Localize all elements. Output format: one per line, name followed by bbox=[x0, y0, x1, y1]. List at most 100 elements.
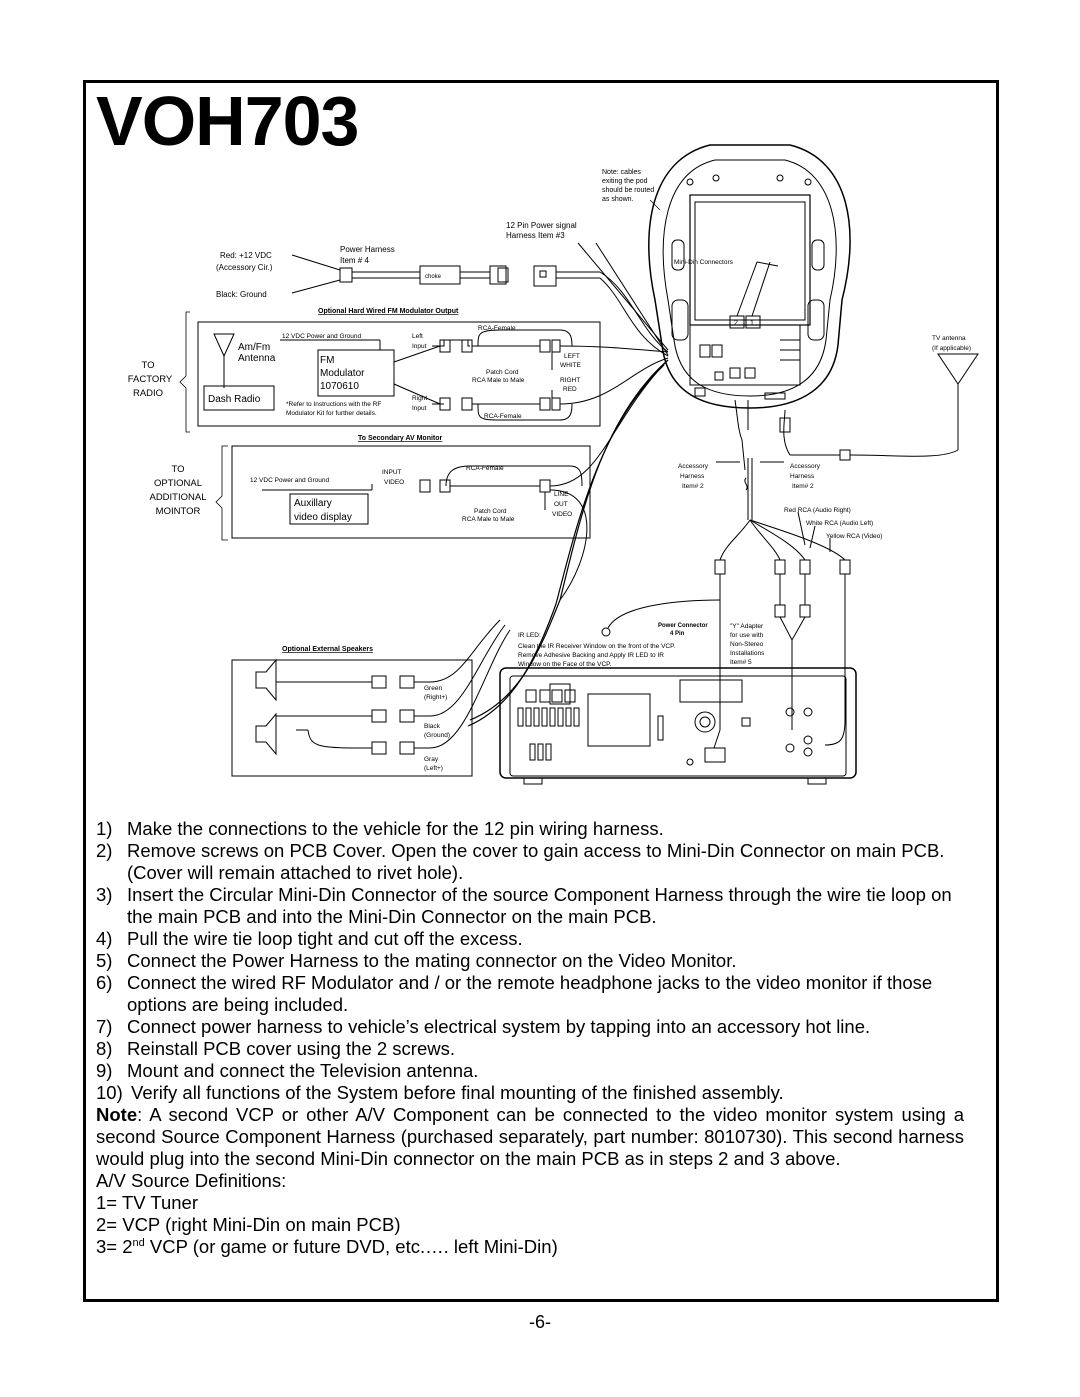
label-acc-a-1: Accessory bbox=[678, 463, 709, 470]
label-white-rca: White RCA (Audio Left) bbox=[806, 520, 873, 527]
label-rca-female-3: RCA-Female bbox=[466, 465, 504, 472]
label-red-rca: Red RCA (Audio Right) bbox=[784, 507, 851, 514]
label-to-optional-2: OPTIONAL bbox=[154, 478, 202, 489]
label-black-ground: Black: Ground bbox=[216, 290, 267, 299]
label-rca-female-1: RCA-Female bbox=[478, 325, 516, 332]
label-y-adapter-1: "Y" Adapter bbox=[730, 623, 764, 630]
label-power-connector: Power Connector bbox=[658, 623, 708, 629]
note-paragraph: Note: A second VCP or other A/V Componen… bbox=[96, 1104, 964, 1170]
label-refer-2: Modulator Kit for further details. bbox=[286, 410, 377, 417]
label-note-cables-3: should be routed bbox=[602, 187, 654, 194]
label-fm: FM bbox=[320, 355, 334, 366]
step-4: 4)Pull the wire tie loop tight and cut o… bbox=[96, 928, 523, 949]
secondary-monitor-section bbox=[215, 359, 669, 601]
label-patch-cord-1: Patch Cord bbox=[486, 369, 519, 376]
label-red-vdc-2: (Accessory Cir.) bbox=[216, 263, 273, 272]
label-12pin-1: 12 Pin Power signal bbox=[506, 221, 577, 230]
label-patch-cord-2: RCA Male to Male bbox=[472, 377, 525, 384]
label-y-adapter-3: Non-Stereo bbox=[730, 641, 764, 648]
definition-2: 2= VCP (right Mini-Din on main PCB) bbox=[96, 1214, 401, 1235]
label-antenna: Antenna bbox=[238, 353, 276, 364]
label-to-optional-4: MOINTOR bbox=[156, 506, 201, 517]
fm-modulator-section bbox=[179, 311, 669, 433]
vcp-unit bbox=[499, 667, 857, 785]
label-white: WHITE bbox=[560, 362, 582, 369]
label-y-adapter-5: Item# 5 bbox=[730, 659, 752, 666]
label-din-2: 2 bbox=[734, 320, 738, 327]
label-modulator: Modulator bbox=[320, 368, 365, 379]
label-vdc-power-2: 12 VDC Power and Ground bbox=[250, 477, 330, 484]
label-input: INPUT bbox=[382, 469, 402, 476]
label-power-harness-1: Power Harness bbox=[340, 245, 395, 254]
label-power-harness-2: Item # 4 bbox=[340, 256, 369, 265]
label-yellow-rca: Yellow RCA (Video) bbox=[826, 533, 882, 540]
label-din-1: 1 bbox=[750, 320, 754, 327]
label-acc-b-1: Accessory bbox=[790, 463, 821, 470]
label-y-adapter-2: for use with bbox=[730, 632, 764, 639]
label-to-factory-2: FACTORY bbox=[128, 374, 173, 385]
note-text: : A second VCP or other A/V Component ca… bbox=[96, 1104, 964, 1169]
label-red-vdc-1: Red: +12 VDC bbox=[220, 251, 272, 260]
label-dash-radio: Dash Radio bbox=[208, 394, 261, 405]
label-to-optional-3: ADDITIONAL bbox=[149, 492, 206, 503]
step-7: 7)Connect power harness to vehicle’s ele… bbox=[96, 1016, 871, 1037]
speakers-section bbox=[231, 619, 511, 777]
label-ir-2: Remove Adhesive Backing and Apply IR LED… bbox=[518, 652, 664, 659]
step-10: 10)Verify all functions of the System be… bbox=[96, 1082, 784, 1103]
label-right-input-1: Right bbox=[412, 395, 427, 402]
label-tv-antenna-1: TV antenna bbox=[932, 335, 966, 342]
label-secondary-title: To Secondary AV Monitor bbox=[358, 435, 443, 442]
label-to-factory-1: TO bbox=[141, 360, 154, 371]
label-rca-female-2: RCA-Female bbox=[484, 413, 522, 420]
label-to-optional-1: TO bbox=[171, 464, 184, 475]
label-out: OUT bbox=[554, 501, 568, 508]
step-1: 1)Make the connections to the vehicle fo… bbox=[96, 818, 664, 839]
label-right-input-2: Input bbox=[412, 405, 427, 412]
label-gray-2: (Left+) bbox=[424, 765, 443, 772]
step-9: 9)Mount and connect the Television anten… bbox=[96, 1060, 479, 1081]
label-black-2: (Ground) bbox=[424, 732, 450, 739]
label-gray-1: Gray bbox=[424, 756, 439, 763]
wiring-diagram: Note: cables exiting the pod should be r… bbox=[128, 144, 979, 785]
label-left: LEFT bbox=[564, 353, 580, 360]
label-patch-cord-4: RCA Male to Male bbox=[462, 516, 515, 523]
label-choke: choke bbox=[425, 274, 442, 280]
label-note-cables-4: as shown. bbox=[602, 196, 634, 203]
label-y-adapter-4: Installations bbox=[730, 650, 765, 657]
step-5: 5)Connect the Power Harness to the matin… bbox=[96, 950, 737, 971]
accessory-harness bbox=[601, 399, 851, 746]
label-refer-1: *Refer to Instructions with the RF bbox=[286, 401, 381, 408]
label-acc-b-3: Item# 2 bbox=[792, 483, 814, 490]
label-ir-led: IR LED: bbox=[518, 632, 541, 639]
label-tv-antenna-2: (If applicable) bbox=[932, 345, 971, 352]
label-black-1: Black bbox=[424, 723, 441, 730]
tv-antenna bbox=[779, 353, 979, 461]
step-6: 6)Connect the wired RF Modulator and / o… bbox=[96, 972, 933, 1015]
label-vdc-power-1: 12 VDC Power and Ground bbox=[282, 333, 362, 340]
label-ir-1: Clean the IR Receiver Window on the fron… bbox=[518, 643, 676, 650]
label-left-input-1: Left bbox=[412, 333, 423, 340]
label-green-2: (Right+) bbox=[424, 694, 447, 701]
label-to-factory-3: RADIO bbox=[133, 388, 163, 399]
label-line-video: VIDEO bbox=[552, 511, 572, 518]
definition-1: 1= TV Tuner bbox=[96, 1192, 198, 1213]
label-am-fm: Am/Fm bbox=[238, 342, 270, 353]
definitions-heading: A/V Source Definitions: bbox=[96, 1170, 287, 1191]
label-video-display: video display bbox=[294, 512, 352, 523]
note-label: Note bbox=[96, 1104, 138, 1125]
label-note-cables-2: exiting the pod bbox=[602, 178, 648, 185]
step-2: 2)Remove screws on PCB Cover. Open the c… bbox=[96, 840, 945, 883]
label-auxillary: Auxillary bbox=[294, 498, 332, 509]
label-ir-3: Window on the Face of the VCP. bbox=[518, 661, 612, 668]
label-patch-cord-3: Patch Cord bbox=[474, 508, 507, 515]
label-modulator-part: 1070610 bbox=[320, 381, 359, 392]
page-number: -6- bbox=[529, 1312, 551, 1332]
label-acc-a-2: Harness bbox=[680, 473, 705, 480]
step-3: 3)Insert the Circular Mini-Din Connector… bbox=[96, 884, 952, 927]
label-12pin-2: Harness Item #3 bbox=[506, 231, 565, 240]
label-video: VIDEO bbox=[384, 479, 404, 486]
page-frame bbox=[83, 80, 999, 1302]
video-monitor-pod bbox=[648, 144, 851, 409]
page-title: VOH703 bbox=[96, 82, 359, 160]
label-right: RIGHT bbox=[560, 377, 580, 384]
